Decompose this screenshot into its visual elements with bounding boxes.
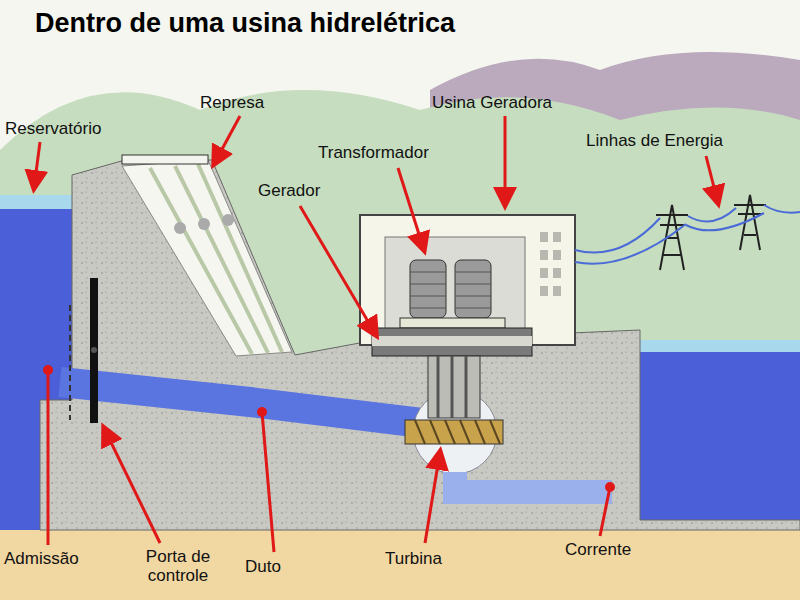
part-label: Admissão [4,550,79,569]
control-gate [90,278,98,423]
gate-pin [91,347,97,353]
leader-arrow [425,452,440,543]
drawing-part [540,268,548,278]
generator-top [400,318,505,328]
part-label: Gerador [258,182,320,201]
leader-arrow [300,206,376,335]
draft-tube [455,472,612,492]
drawing-part [553,232,561,242]
leader-arrow [214,116,240,164]
drawing-part [575,205,800,264]
part-label: Duto [245,558,281,577]
windows [540,232,561,296]
drawing-part [553,268,561,278]
drawing-part [455,260,491,318]
generator-band [372,336,532,346]
drawing-part [43,365,53,375]
building [360,215,575,345]
water-surface [0,195,75,209]
drawing-part [734,195,766,250]
transformer [410,260,491,318]
drawing-part [257,407,267,417]
power-lines [575,195,800,270]
turbine [405,420,503,444]
drawing-part [438,356,466,418]
landscape [0,52,800,600]
leader-arrow [398,168,424,250]
drawing-part [410,260,446,318]
opening [198,218,210,230]
leader-arrow [104,428,160,543]
trash-rack [69,305,71,420]
part-label: Porta de controle [128,548,228,585]
drawing-part [605,482,615,492]
opening [174,222,186,234]
drawing-part [410,272,491,308]
leader-line [47,370,50,545]
leader-line [600,487,610,536]
part-label: Usina Geradora [432,94,552,113]
opening [222,214,234,226]
powerhouse [360,215,575,444]
leader-arrow [706,156,718,203]
drawing-part [656,205,688,270]
ground [0,528,800,600]
drawing-part [540,250,548,260]
part-label: Corrente [565,541,631,560]
drawing-part [540,286,548,296]
diagram-title: Dentro de uma usina hidrelétrica [35,8,455,39]
railing [122,155,208,164]
drawing-part [415,420,500,444]
dam [40,155,800,530]
leader-line [262,412,274,552]
penstock [60,382,430,424]
part-label: Turbina [385,550,442,569]
part-label: Reservatório [5,120,101,139]
drawing-part [553,250,561,260]
part-label: Linhas de Energia [586,132,723,151]
part-label: Transformador [318,144,429,163]
concrete [40,160,800,530]
generator [372,328,532,356]
leader-lines [34,116,718,552]
leader-arrow [504,116,507,205]
drawing-part [553,286,561,296]
leader-dots [43,365,615,492]
shaft [428,356,480,418]
leader-arrow [34,142,40,188]
drawing-part [540,232,548,242]
part-label: Represa [200,94,264,113]
